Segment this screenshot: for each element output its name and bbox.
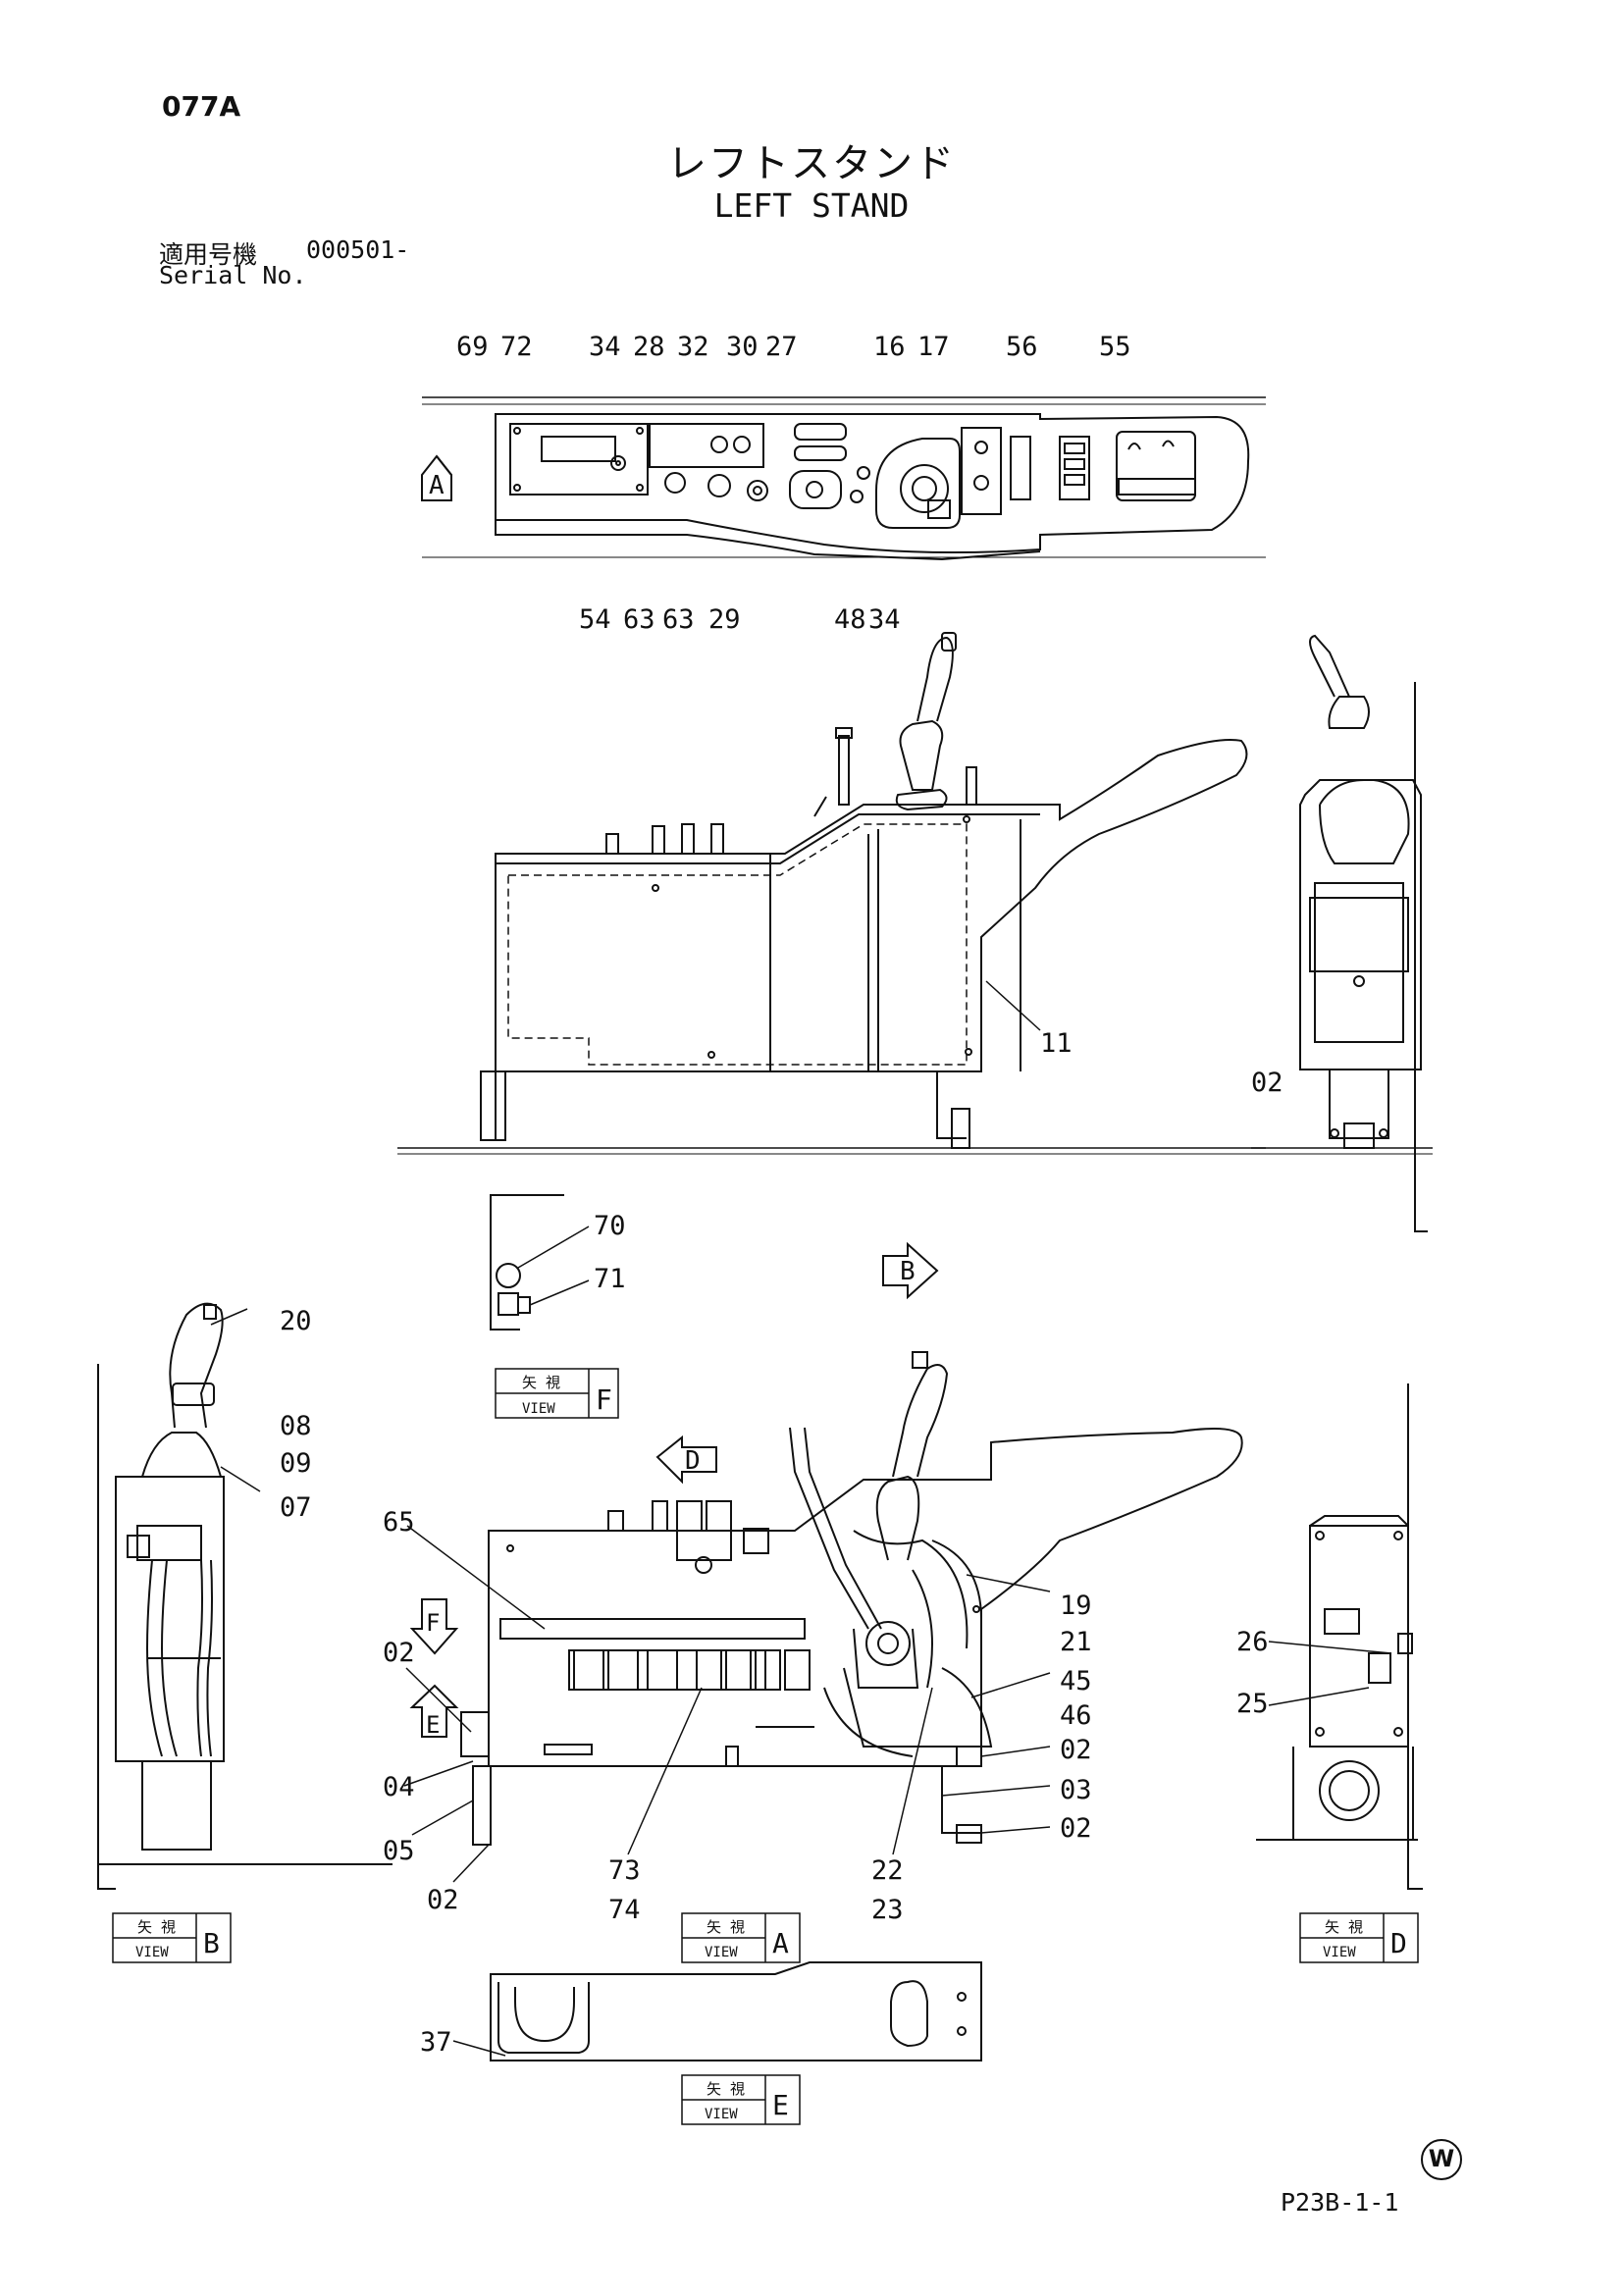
view-d-detail: [1256, 1383, 1423, 1890]
callout: 07: [280, 1492, 312, 1523]
callout: 19: [1060, 1591, 1092, 1621]
callout: 73: [608, 1855, 641, 1886]
callout: 08: [280, 1411, 312, 1441]
callout: 02: [427, 1885, 459, 1915]
view-e-jp: 矢 視: [707, 2080, 745, 2098]
top-plan-view: [421, 396, 1266, 561]
callout: 21: [1060, 1627, 1092, 1657]
serial-label-japanese: 適用号機: [159, 240, 258, 269]
callout-numbers: 69 72 34 28 32 30 27 16 17 56 55 54 63 6…: [280, 332, 1283, 2058]
callout: 34: [589, 332, 621, 362]
callout: 16: [873, 332, 906, 362]
view-e-detail: [452, 1961, 982, 2061]
view-a-detail: [403, 1241, 1243, 1883]
callout: 02: [383, 1638, 415, 1668]
view-b-en: VIEW: [135, 1945, 169, 1960]
callout: 05: [383, 1836, 415, 1866]
callout: 46: [1060, 1700, 1092, 1731]
title-japanese: レフトスタンド: [667, 141, 956, 186]
view-f-jp: 矢 視: [522, 1374, 560, 1391]
view-b-jp: 矢 視: [137, 1918, 176, 1936]
arrow-e-letter: E: [426, 1711, 440, 1739]
view-f-en: VIEW: [522, 1401, 555, 1417]
callout: 32: [677, 332, 709, 362]
callout: 37: [420, 2027, 452, 2058]
callout: 71: [594, 1264, 626, 1294]
callout: 27: [765, 332, 798, 362]
view-e-letter: E: [772, 2089, 789, 2121]
arrow-b-letter: B: [900, 1257, 916, 1286]
view-d-letter: D: [1390, 1927, 1407, 1959]
callout: 55: [1099, 332, 1131, 362]
arrow-d-letter: D: [685, 1446, 701, 1476]
callout: 25: [1236, 1689, 1269, 1719]
view-e-en: VIEW: [705, 2107, 738, 2122]
callout: 17: [917, 332, 950, 362]
callout: 23: [871, 1895, 904, 1925]
view-b-letter: B: [203, 1927, 220, 1959]
callout: 65: [383, 1507, 415, 1538]
callout: 56: [1006, 332, 1038, 362]
callout: 04: [383, 1772, 415, 1802]
callout: 74: [608, 1895, 641, 1925]
callout: 54: [579, 604, 611, 635]
callout: 02: [1060, 1813, 1092, 1844]
callout: 34: [868, 604, 901, 635]
view-a-en: VIEW: [705, 1945, 738, 1960]
callout: 63: [623, 604, 655, 635]
callout: 02: [1251, 1068, 1283, 1098]
view-tag-labels: 矢 視 VIEW F 矢 視 VIEW B 矢 視 VIEW A 矢 視 VIE…: [135, 471, 1407, 2122]
callout: 09: [280, 1448, 312, 1479]
callout: 28: [633, 332, 665, 362]
view-b-detail: [97, 1302, 393, 1890]
callout: 72: [500, 332, 533, 362]
view-d-jp: 矢 視: [1325, 1918, 1363, 1936]
callout: 03: [1060, 1775, 1092, 1805]
page-number: 077A: [162, 90, 241, 123]
callout: 63: [662, 604, 695, 635]
callout: 30: [726, 332, 759, 362]
watermark-symbol: W: [1421, 2139, 1462, 2180]
callout: 29: [708, 604, 741, 635]
serial-value: 000501-: [306, 235, 410, 264]
drawing-code: P23B-1-1: [1281, 2188, 1399, 2217]
callout: 45: [1060, 1666, 1092, 1696]
callout: 69: [456, 332, 489, 362]
callout: 22: [871, 1855, 904, 1886]
right-end-view: [1251, 634, 1433, 1232]
callout: 11: [1040, 1028, 1073, 1059]
callout: 48: [834, 604, 866, 635]
view-d-en: VIEW: [1323, 1945, 1356, 1960]
view-f-detail: [490, 1194, 590, 1331]
callout: 20: [280, 1306, 312, 1336]
callout: 26: [1236, 1627, 1269, 1657]
view-a-jp: 矢 視: [707, 1918, 745, 1936]
callout: 02: [1060, 1735, 1092, 1765]
view-tags: [112, 1368, 1419, 2125]
side-elevation-view: [397, 632, 1266, 1155]
arrow-a-letter: A: [429, 471, 445, 500]
title-english: LEFT STAND: [713, 186, 910, 225]
view-a-letter: A: [772, 1927, 789, 1959]
serial-label-english: Serial No.: [159, 261, 307, 289]
view-f-letter: F: [596, 1383, 612, 1416]
callout: 70: [594, 1211, 626, 1241]
arrow-f-letter: F: [426, 1609, 440, 1637]
